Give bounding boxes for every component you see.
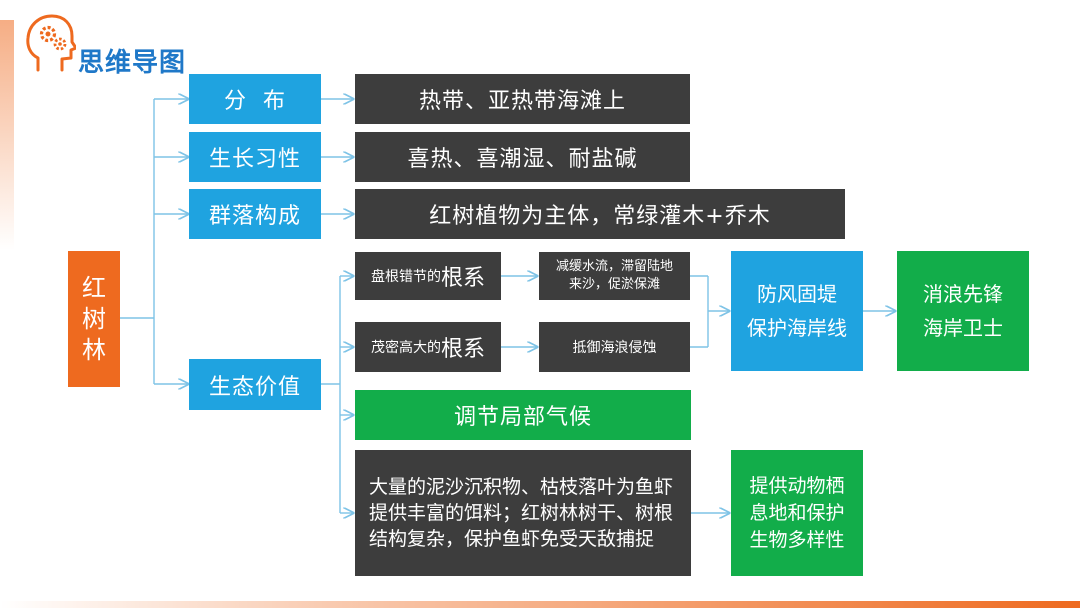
page-title: 思维导图	[78, 48, 187, 78]
bottom-accent-stripe	[0, 601, 1080, 608]
left-accent-stripe	[0, 20, 14, 250]
habitat-result-node: 提供动物栖息地和保护生物多样性	[731, 450, 863, 576]
root-system-1-suffix: 根系	[440, 266, 485, 291]
detail-community: 红树植物为主体，常绿灌木+乔木	[355, 189, 845, 239]
protect-coast-node: 防风固堤 保护海岸线	[731, 251, 863, 371]
root-system-2-effect: 抵御海浪侵蚀	[539, 322, 690, 372]
root-system-2-suffix: 根系	[440, 337, 485, 362]
coast-guard-text: 消浪先锋 海岸卫士	[923, 282, 1003, 340]
branch-community-label: 群落构成	[208, 204, 301, 229]
root-system-1: 盘根错节的根系	[355, 252, 501, 300]
root-system-1-prefix: 盘根错节的	[370, 269, 441, 285]
habitat-result-text: 提供动物栖息地和保护生物多样性	[749, 474, 845, 551]
detail-distribution-text: 热带、亚热带海滩上	[418, 89, 626, 114]
protect-coast-text: 防风固堤 保护海岸线	[747, 282, 847, 340]
branch-ecology-label: 生态价值	[208, 374, 301, 400]
detail-distribution: 热带、亚热带海滩上	[355, 74, 690, 124]
coast-guard-node: 消浪先锋 海岸卫士	[897, 251, 1029, 371]
root-label: 红 树 林	[82, 273, 106, 364]
mind-head-gears-icon	[26, 14, 76, 72]
branch-community: 群落构成	[189, 189, 321, 239]
branch-distribution: 分 布	[189, 74, 321, 124]
branch-distribution-label: 分 布	[224, 89, 286, 114]
detail-habit: 喜热、喜潮湿、耐盐碱	[355, 132, 690, 182]
branch-ecology: 生态价值	[189, 359, 321, 410]
root-system-2: 茂密高大的根系	[355, 322, 501, 372]
habitat-detail-node: 大量的泥沙沉积物、枯枝落叶为鱼虾提供丰富的饵料；红树林树干、树根结构复杂，保护鱼…	[355, 450, 691, 576]
root-node: 红 树 林	[68, 251, 120, 387]
detail-community-text: 红树植物为主体，常绿灌木+乔木	[429, 204, 771, 229]
climate-text: 调节局部气候	[453, 405, 592, 430]
branch-habit: 生长习性	[189, 132, 321, 182]
detail-habit-text: 喜热、喜潮湿、耐盐碱	[407, 147, 638, 172]
branch-habit-label: 生长习性	[208, 147, 301, 172]
root-system-2-effect-text: 抵御海浪侵蚀	[572, 340, 657, 356]
root-system-2-prefix: 茂密高大的	[370, 340, 441, 356]
root-system-1-effect-text: 减缓水流，滞留陆地来沙，促淤保滩	[555, 259, 673, 292]
climate-node: 调节局部气候	[355, 390, 691, 440]
root-system-1-effect: 减缓水流，滞留陆地来沙，促淤保滩	[539, 252, 690, 300]
habitat-detail-text: 大量的泥沙沉积物、枯枝落叶为鱼虾提供丰富的饵料；红树林树干、树根结构复杂，保护鱼…	[369, 476, 674, 550]
